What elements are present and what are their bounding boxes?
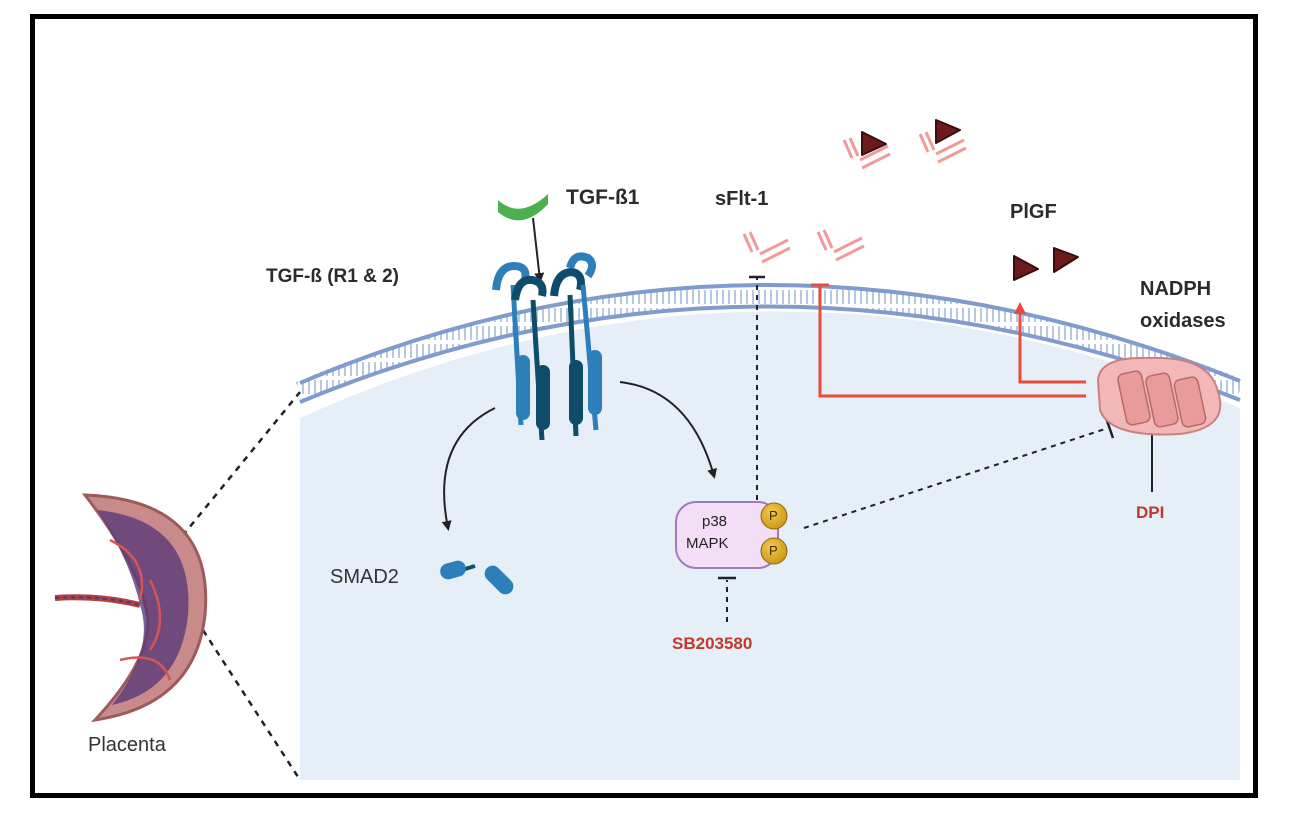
receptor-to-smad2-arrow	[441, 407, 496, 531]
smad2-icon	[440, 560, 514, 595]
zoom-line-top	[174, 391, 301, 546]
tgf-b1-ligand-icon	[498, 194, 548, 221]
placenta-label: Placenta	[88, 734, 166, 756]
nadph-oxidase-icon	[1096, 356, 1222, 436]
plgf-bound-1	[861, 131, 887, 156]
nadph-plgf-arrow	[1014, 302, 1086, 384]
nadph-label-line1: NADPH	[1140, 278, 1212, 300]
zoom-line-bottom	[188, 609, 302, 781]
receptor-to-p38-arrow	[619, 381, 717, 479]
tgf-b1-label: TGF-ß1	[566, 186, 640, 209]
placenta-icon	[54, 493, 208, 723]
sflt1-molecule-4	[918, 131, 967, 164]
plgf-free-1	[1013, 255, 1039, 281]
smad2-label: SMAD2	[330, 566, 399, 588]
ligand-arrow	[532, 217, 545, 283]
plgf-label: PlGF	[1010, 201, 1057, 223]
cell-membrane	[295, 284, 1245, 403]
p38-nadph-inhibit	[803, 427, 1109, 529]
tgf-b-receptor-icon	[492, 252, 602, 441]
p38-label: p38	[702, 513, 728, 530]
sb203580-label: SB203580	[672, 634, 753, 653]
tgf-b-receptor-label: TGF-ß (R1 & 2)	[266, 266, 399, 287]
phospho-circle-2	[760, 537, 788, 565]
dpi-label: DPI	[1136, 503, 1165, 522]
phospho-circle-1	[760, 502, 788, 530]
mapk-label: MAPK	[686, 535, 729, 552]
nadph-label-line2: oxidases	[1140, 310, 1226, 332]
plgf-bound-2	[935, 119, 961, 144]
sflt1-molecule-3	[842, 137, 891, 170]
sflt1-molecule-2	[816, 229, 865, 262]
plgf-free-2	[1053, 247, 1079, 273]
nadph-sflt1-inhibit	[818, 286, 1086, 398]
sflt1-label: sFlt-1	[715, 188, 769, 210]
phospho-label-2: P	[769, 543, 778, 558]
phospho-label-1: P	[769, 508, 778, 523]
sflt1-molecule-1	[742, 231, 791, 264]
p38-mapk-box	[675, 501, 779, 569]
